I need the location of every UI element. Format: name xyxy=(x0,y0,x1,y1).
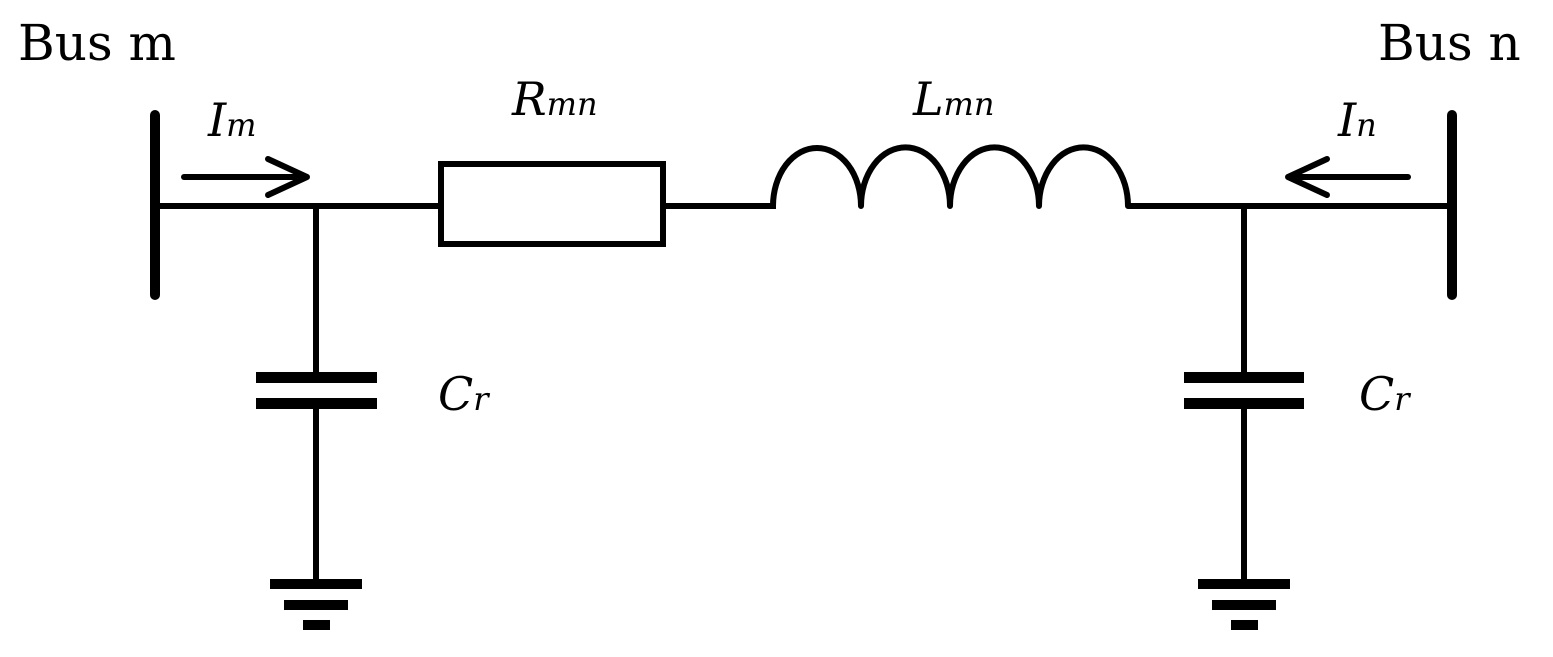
bus-m-label: Bus m xyxy=(18,14,176,72)
inductor-label: Lmn xyxy=(912,72,995,126)
capacitor-right-plate-bottom xyxy=(1184,398,1304,409)
capacitor-right-plate-top xyxy=(1184,372,1304,383)
capacitor-left-label: Cr xyxy=(438,367,490,421)
current-n-label: In xyxy=(1337,93,1377,147)
ground-left-bar-3 xyxy=(303,620,330,630)
capacitor-left-plate-bottom xyxy=(256,398,377,409)
ground-right-bar-1 xyxy=(1198,579,1290,589)
current-n-arrow xyxy=(1285,156,1411,198)
current-m-label: Im xyxy=(207,93,257,147)
resistor-label: Rmn xyxy=(511,72,598,126)
ground-left-bar-1 xyxy=(270,579,362,589)
bus-n-label: Bus n xyxy=(1378,14,1521,72)
inductor-lmn xyxy=(770,144,1131,209)
capacitor-right-label: Cr xyxy=(1359,367,1411,421)
ground-right-bar-2 xyxy=(1212,600,1276,610)
resistor-rmn xyxy=(438,161,666,247)
ground-left-bar-2 xyxy=(284,600,348,610)
shunt-branch-left xyxy=(256,206,377,630)
capacitor-left-plate-top xyxy=(256,372,377,383)
ground-right-bar-3 xyxy=(1231,620,1258,630)
current-m-arrow xyxy=(181,156,310,198)
shunt-branch-right xyxy=(1184,206,1304,630)
